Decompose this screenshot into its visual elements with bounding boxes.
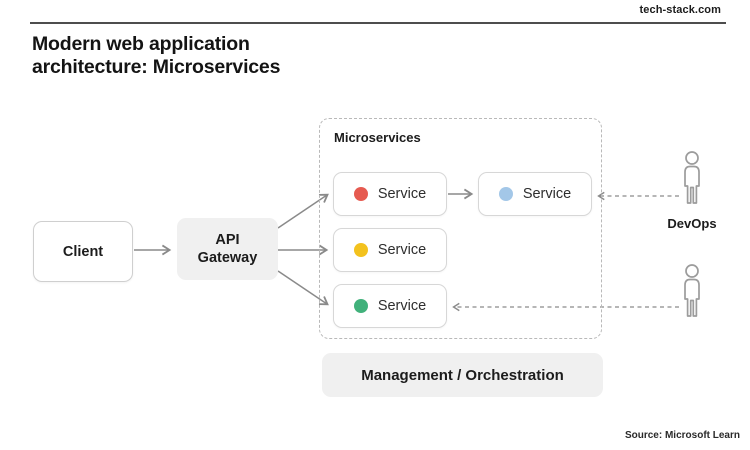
api-gateway-label: API Gateway (198, 231, 258, 267)
devops-person-icon (684, 151, 700, 204)
service-green-status-dot (353, 299, 368, 313)
service-red-status-dot (353, 187, 368, 201)
service-node-blue: Service (478, 172, 592, 216)
service-blue-status-dot (498, 187, 513, 201)
client-node: Client (33, 221, 133, 282)
microservices-group-label: Microservices (334, 130, 421, 145)
service-blue-label: Service (522, 186, 572, 202)
api-gateway-node: API Gateway (177, 218, 278, 280)
header-divider (30, 22, 726, 24)
page-title: Modern web application architecture: Mic… (32, 33, 280, 78)
service-green-label: Service (377, 298, 427, 314)
management-label: Management / Orchestration (361, 366, 564, 384)
service-yellow-status-dot (353, 243, 368, 257)
microservices-group-boundary (319, 118, 602, 339)
page-title-line1: Modern web application (32, 33, 250, 55)
api-gateway-label-line1: API (215, 231, 240, 248)
page-title-line2: architecture: Microservices (32, 55, 281, 78)
devops-label: DevOps (667, 216, 717, 231)
service-node-green: Service (333, 284, 447, 328)
client-label: Client (62, 243, 104, 260)
service-yellow-label: Service (377, 242, 427, 258)
api-gateway-label-line2: Gateway (197, 250, 258, 266)
service-red-label: Service (377, 186, 427, 202)
source-attribution: Source: Microsoft Learn (624, 430, 740, 441)
devops-person-icon (684, 264, 700, 317)
management-orchestration-node: Management / Orchestration (322, 353, 603, 397)
site-url: tech-stack.com (639, 4, 721, 16)
service-node-red: Service (333, 172, 447, 216)
service-node-yellow: Service (333, 228, 447, 272)
